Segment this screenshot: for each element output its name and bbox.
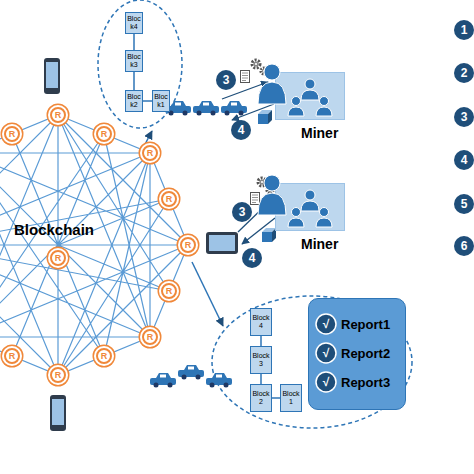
coin-symbol: R [50, 367, 66, 383]
report-box: Report1Report2Report3 [308, 298, 406, 410]
coin-symbol: R [161, 283, 177, 299]
callout-number: 3 [216, 70, 236, 90]
phone-icon [50, 395, 66, 431]
node-text: Miner [301, 125, 338, 141]
coin-symbol: R [180, 237, 196, 253]
check-circle [316, 343, 336, 363]
car-icon [206, 373, 232, 388]
callout-number: 4 [231, 120, 251, 140]
step-number: 3 [454, 107, 474, 127]
coin-symbol: R [142, 145, 158, 161]
node-text: Block 1 [281, 390, 301, 406]
step-number: 4 [454, 150, 474, 170]
chain-block: Block 2 [250, 384, 272, 412]
chain-block: Block 4 [250, 308, 272, 336]
chain-link [143, 100, 152, 102]
miner-box: Miner [275, 183, 345, 231]
chain-block: Block 3 [250, 346, 272, 374]
phone-icon [44, 58, 60, 94]
node-text: Block 3 [251, 352, 271, 368]
chain-block: Bloc k4 [125, 12, 143, 34]
step-number: 2 [454, 63, 474, 83]
block-cube [262, 228, 276, 242]
miner-box: Miner [275, 72, 345, 120]
chain-block: Bloc k3 [125, 50, 143, 72]
block-cube [258, 110, 272, 124]
document-icon [251, 193, 260, 205]
block-group-outline [98, 0, 182, 128]
node-text: Bloc k1 [153, 93, 169, 109]
callout-number: 4 [242, 248, 262, 268]
node-text: Block 4 [251, 314, 271, 330]
coin-symbol: R [50, 250, 66, 266]
coin-symbol: R [142, 329, 158, 345]
check-mark: √ [317, 315, 335, 333]
block-group-outline [212, 296, 412, 428]
coin-symbol: R [4, 126, 20, 142]
chain-link [272, 397, 280, 399]
car-icon [150, 373, 176, 388]
node-text: Report1 [341, 317, 390, 333]
return-arrow [242, 218, 275, 244]
chain-link [133, 34, 135, 50]
step-number: 6 [454, 236, 474, 256]
network-title: Blockchain [14, 221, 94, 239]
node-text: Block 2 [251, 390, 271, 406]
document-icon [241, 71, 250, 83]
miner-people-icon [258, 64, 332, 116]
step-number: 5 [454, 194, 474, 214]
car-icon [221, 101, 247, 116]
miner-people-icon [258, 175, 332, 227]
chain-block: Block 1 [280, 384, 302, 412]
chain-link [133, 72, 135, 90]
gear-icon [261, 68, 268, 75]
callout-number: 3 [232, 202, 252, 222]
gear-icon [252, 60, 260, 68]
chain-link [260, 336, 262, 346]
car-icon [193, 101, 219, 116]
coin-symbol: R [96, 126, 112, 142]
chain-block: Bloc k1 [152, 90, 170, 112]
tablet-screen [209, 235, 235, 251]
node-text: Report2 [341, 346, 390, 362]
coin-symbol: R [4, 348, 20, 364]
check-mark: √ [317, 373, 335, 391]
car-icon [178, 365, 204, 380]
check-circle [316, 372, 336, 392]
coin-symbol: R [161, 191, 177, 207]
node-text: Bloc k3 [126, 53, 142, 69]
chain-link [260, 374, 262, 384]
gear-icon [267, 187, 274, 194]
coin-symbol: R [96, 348, 112, 364]
zoom-arrow [192, 262, 223, 326]
node-text: Bloc k2 [126, 93, 142, 109]
step-number: 1 [454, 20, 474, 40]
chain-block: Bloc k2 [125, 90, 143, 112]
node-text: Report3 [341, 375, 390, 391]
check-mark: √ [317, 344, 335, 362]
blockchain-mesh [0, 115, 188, 375]
tablet-icon [206, 232, 238, 254]
node-text: Bloc k4 [126, 15, 142, 31]
check-circle [316, 314, 336, 334]
gear-icon [258, 178, 266, 186]
node-text: Miner [301, 236, 338, 252]
coin-symbol: R [50, 107, 66, 123]
